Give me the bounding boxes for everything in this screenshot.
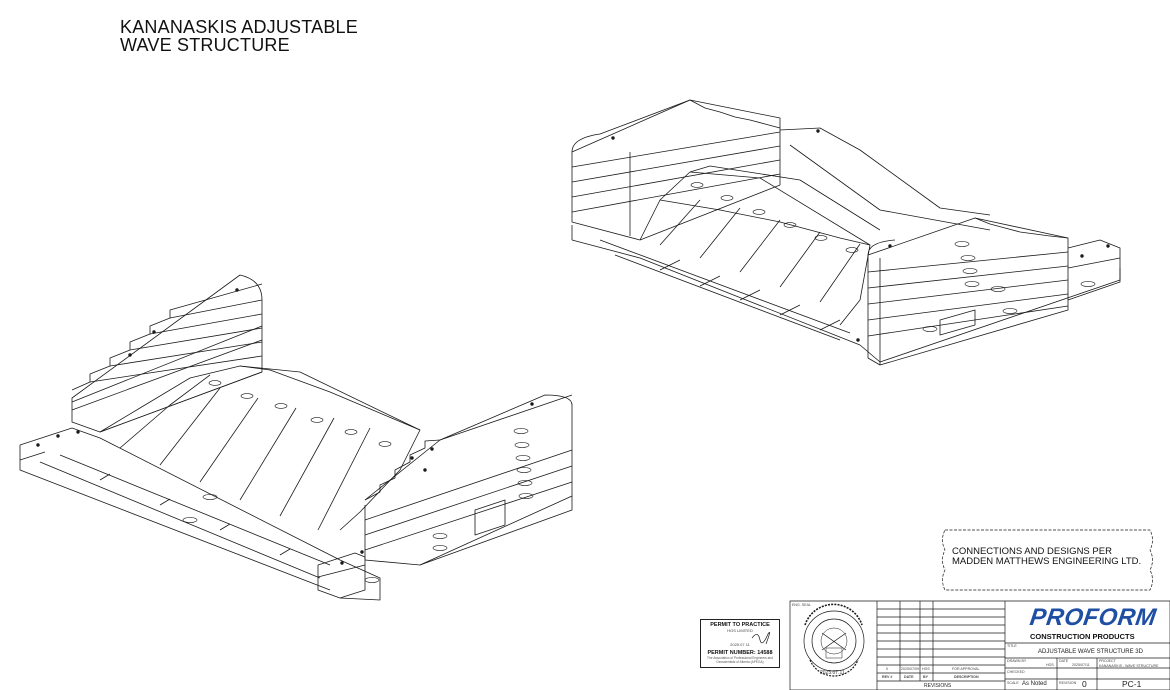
proform-logo: PROFORM <box>1028 604 1159 631</box>
scale-value: As Noted <box>1022 681 1047 687</box>
revisions-caption: REVISIONS <box>924 683 952 689</box>
permit-footer: The Association of Professional Engineer… <box>707 656 773 664</box>
revision-row-date: 2025/07/09 <box>901 667 919 671</box>
revision-row-description: FOR APPROVAL <box>952 667 980 671</box>
proform-tagline: CONSTRUCTION PRODUCTS <box>1030 632 1135 641</box>
project-label: PROJECT <box>1099 659 1116 663</box>
permit-stamp: PERMIT TO PRACTICE HGS LIMITED 2025.07.1… <box>700 619 780 668</box>
drawn-by-label: DRAWN BY <box>1007 659 1027 663</box>
project-value: KANANASKIS - WAVE STRUCTURE <box>1099 664 1159 668</box>
seal-date: 2025.07.11 <box>820 670 845 676</box>
permit-heading: PERMIT TO PRACTICE <box>710 622 770 628</box>
wave-structure-view-left <box>19 274 573 601</box>
title-label: TITLE <box>1007 644 1017 648</box>
note-cloud <box>942 529 1153 591</box>
engineer-seal <box>803 603 865 677</box>
signature-scribble <box>751 632 770 645</box>
revision-row-rev: 0 <box>886 667 888 671</box>
sheet-number: PC-1 <box>1122 679 1142 689</box>
engineering-note: CONNECTIONS AND DESIGNS PER MADDEN MATTH… <box>952 547 1141 567</box>
permit-date: 2025.07.11 <box>730 642 750 647</box>
checked-label: CHECKED <box>1007 670 1025 674</box>
drawing-title: ADJUSTABLE WAVE STRUCTURE 3D <box>1038 649 1143 655</box>
note-line-2: MADDEN MATTHEWS ENGINEERING LTD. <box>952 556 1142 567</box>
revision-value: 0 <box>1082 679 1087 689</box>
sheet-title: KANANASKIS ADJUSTABLE WAVE STRUCTURE <box>120 18 358 54</box>
revision-header-by: BY <box>923 675 928 679</box>
revision-header-date: DATE <box>904 675 914 679</box>
title-block-frame <box>789 600 1170 690</box>
date-value: 2025/07/11 <box>1072 663 1090 667</box>
title-line-1: KANANASKIS ADJUSTABLE <box>120 17 358 37</box>
revision-label: REVISION <box>1059 681 1077 685</box>
anchor-point-icon <box>611 136 615 140</box>
date-label: DATE <box>1059 659 1069 663</box>
permit-number: PERMIT NUMBER: 14588 <box>707 650 773 656</box>
title-line-2: WAVE STRUCTURE <box>120 35 290 55</box>
permit-company: HGS LIMITED <box>727 628 753 633</box>
revision-header-description: DESCRIPTION <box>954 675 979 679</box>
drawn-by-value: HGS <box>1046 663 1054 667</box>
seal-label: ENG. SEAL <box>792 603 811 607</box>
revision-header-rev: REV # <box>882 675 893 679</box>
scale-label: SCALE <box>1007 681 1019 685</box>
note-line-1: CONNECTIONS AND DESIGNS PER <box>952 546 1112 557</box>
wave-structure-view-right <box>571 99 1121 366</box>
revision-row-by: HGS <box>922 667 930 671</box>
